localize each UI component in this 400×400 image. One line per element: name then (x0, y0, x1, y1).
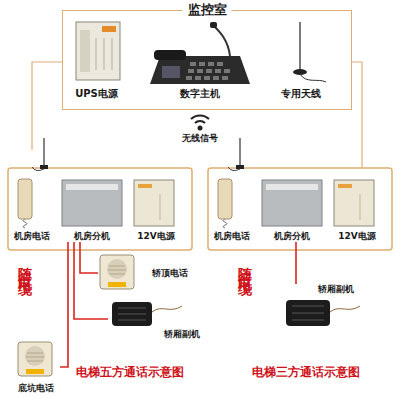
car-unit (286, 300, 360, 326)
handset-symbol (18, 179, 32, 228)
antenna-symbol (228, 138, 244, 171)
host-phone (150, 22, 250, 84)
device-caption: 数字主机 (140, 88, 260, 100)
extension-unit (62, 180, 122, 226)
device-node: 12V电源 (128, 176, 184, 242)
power-supply (334, 180, 374, 226)
device-node: 机房电话 (10, 176, 54, 242)
device-node: 专用天线 (268, 20, 334, 100)
wireless-icon (191, 115, 209, 130)
device-node: 底坑电话 (12, 340, 60, 394)
travel-cable (60, 242, 68, 367)
travel-cable (295, 242, 297, 284)
power-supply (134, 180, 174, 226)
diagram-caption: 电梯五方通话示意图 (76, 364, 184, 381)
diagram-caption: 电梯三方通话示意图 (252, 364, 360, 381)
extension-unit (262, 180, 322, 226)
room-heading: 监控室 (183, 2, 232, 18)
device-node: 数字主机 (140, 30, 260, 100)
device-caption: 12V电源 (328, 231, 386, 242)
cable-label: 随行电缆 (16, 256, 34, 276)
device-node: 机房分机 (258, 176, 326, 242)
device-node: 轿厢副机 (108, 298, 200, 340)
device-node: 12V电源 (328, 176, 386, 242)
device-node: 轿顶电话 (98, 254, 188, 292)
speaker-phone (100, 255, 134, 289)
device-caption: 机房分机 (258, 231, 326, 242)
room-fill (62, 10, 352, 110)
travel-cable (74, 242, 108, 319)
feed-wire (352, 62, 362, 168)
device-caption: UPS电源 (66, 88, 128, 100)
device-caption: 机房电话 (10, 231, 54, 242)
feed-wire (32, 62, 62, 150)
travel-cable (80, 242, 98, 273)
car-unit (112, 302, 182, 326)
machine-room-frame (208, 168, 392, 250)
device-caption: 机房分机 (58, 231, 126, 242)
device-node: UPS电源 (66, 18, 128, 100)
room-box: 监控室UPS电源数字主机专用天线 (62, 10, 352, 110)
machine-room-frame (8, 168, 192, 250)
signal-label: 无线信号 (160, 132, 240, 145)
handset-symbol (218, 179, 232, 228)
device-caption: 12V电源 (128, 231, 184, 242)
device-node: 机房分机 (58, 176, 126, 242)
ups-device (76, 22, 120, 80)
antenna-symbol (293, 22, 326, 82)
device-node: 轿厢副机 (284, 284, 354, 330)
speaker-phone (18, 342, 52, 376)
device-caption: 机房电话 (210, 231, 254, 242)
device-caption: 底坑电话 (12, 383, 60, 394)
antenna-symbol (32, 138, 48, 171)
cable-label: 随行电缆 (236, 256, 254, 276)
device-caption: 专用天线 (268, 88, 334, 100)
device-caption: 轿厢副机 (318, 284, 354, 295)
device-caption: 轿厢副机 (164, 329, 200, 340)
device-node: 机房电话 (210, 176, 254, 242)
device-caption: 轿顶电话 (152, 268, 188, 279)
